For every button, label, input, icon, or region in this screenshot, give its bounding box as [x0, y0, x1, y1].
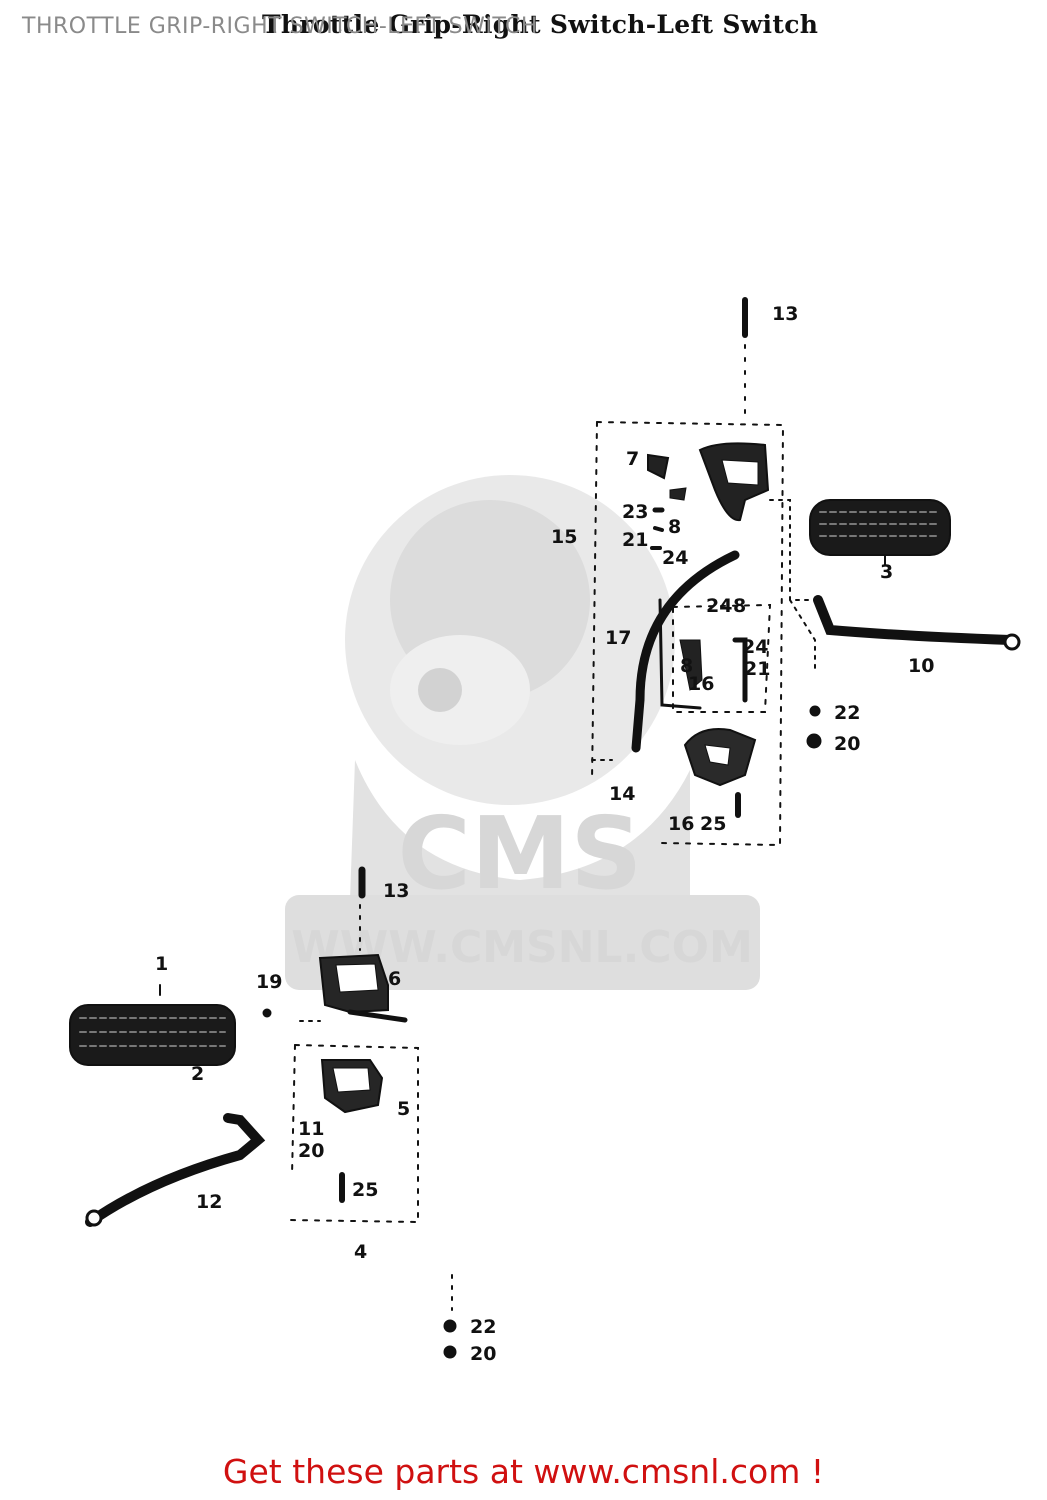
callout-16b: 16	[668, 813, 694, 835]
callout-4: 4	[354, 1241, 367, 1263]
callout-24b: 24	[706, 595, 732, 617]
callout-25b: 25	[352, 1179, 378, 1201]
callout-8a: 8	[668, 516, 681, 538]
callout-22b: 22	[470, 1316, 496, 1338]
front-brake-lever	[813, 595, 1015, 645]
clutch-lever	[85, 1113, 266, 1227]
diagram-title: Throttle Grip-Right Switch-Left Switch	[262, 10, 819, 39]
callout-15: 15	[551, 526, 577, 548]
callout-20b: 20	[298, 1140, 324, 1162]
right-switch-frame	[596, 421, 785, 847]
callout-24a: 24	[662, 547, 688, 569]
watermark-brand: CMS	[398, 795, 643, 912]
left-grip	[69, 1004, 236, 1066]
callout-12: 12	[196, 1191, 222, 1213]
callout-20c: 20	[470, 1343, 496, 1365]
callout-6: 6	[388, 968, 401, 990]
callout-1: 1	[155, 953, 168, 975]
page-title: THROTTLE GRIP-RIGHT SWITCH-LEFT SWITCH	[22, 14, 538, 39]
callout-7: 7	[626, 448, 639, 470]
callout-16a: 16	[688, 673, 714, 695]
callout-17: 17	[605, 627, 631, 649]
callout-24c: 24	[742, 636, 768, 658]
callout-21b: 21	[744, 658, 770, 680]
callout-13b: 13	[383, 880, 409, 902]
callout-5: 5	[397, 1098, 410, 1120]
callout-8c: 8	[680, 655, 693, 677]
throttle-grip	[809, 499, 951, 556]
callout-21a: 21	[622, 529, 648, 551]
callout-22a: 22	[834, 702, 860, 724]
callout-25a: 25	[700, 813, 726, 835]
callout-labels: 13 7 23 8 21 24 15 3 24 8 17 8 24 21 16 …	[155, 303, 934, 1365]
callout-10: 10	[908, 655, 934, 677]
callout-14: 14	[609, 783, 635, 805]
parts-link[interactable]: Get these parts at www.cmsnl.com !	[222, 1452, 825, 1491]
callout-20a: 20	[834, 733, 860, 755]
callout-2: 2	[191, 1063, 204, 1085]
callout-3: 3	[880, 561, 893, 583]
callout-19: 19	[256, 971, 282, 993]
callout-23: 23	[622, 501, 648, 523]
callout-13a: 13	[772, 303, 798, 325]
callout-8b: 8	[733, 595, 746, 617]
cms-watermark: CMS WWW.CMSNL.COM	[285, 475, 760, 990]
callout-11: 11	[298, 1118, 324, 1140]
